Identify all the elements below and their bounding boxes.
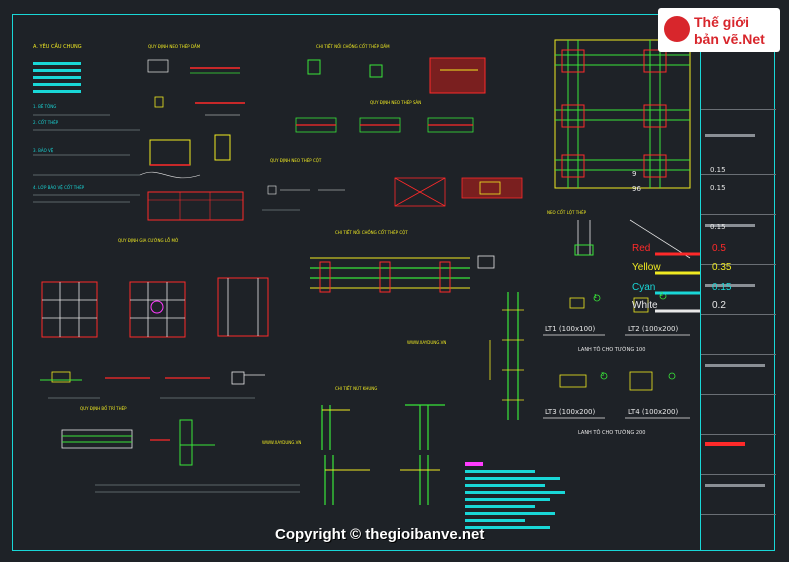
wall-joint-details (321, 404, 445, 505)
website-label: WWW.XAYDUNG.VN (262, 440, 302, 445)
title-block-divider (701, 264, 776, 265)
legend-name: White (632, 300, 658, 311)
vertical-column (489, 292, 524, 420)
bottom-beam (61, 419, 300, 493)
layer-value: 9 (632, 170, 637, 178)
title-block-divider (701, 514, 776, 515)
lintel-label: LT4 (100x200) (628, 408, 679, 416)
legend-swatches (655, 252, 700, 313)
section-title: QUY ĐỊNH BỐ TRÍ THÉP (80, 406, 127, 411)
title-block-divider (701, 474, 776, 475)
layer-value: 0.15 (710, 223, 726, 231)
layer-value: 0.15 (710, 166, 726, 174)
column-anchor-details (307, 57, 486, 94)
column-plans (41, 277, 269, 338)
website-label: WWW.XAYDUNG.VN (407, 340, 447, 345)
layer-value: 0.15 (710, 184, 726, 192)
notes-item: 2. CỐT THÉP (33, 120, 59, 125)
section-title: QUY ĐỊNH NEO THÉP SÀN (370, 100, 422, 105)
layer-value: 96 (632, 185, 641, 193)
section-title: CHI TIẾT NÚT KHUNG (335, 386, 378, 391)
foundation-sketch (139, 134, 231, 179)
lintel-caption: LANH TÔ CHO TƯỜNG 200 (578, 430, 646, 436)
copyright-watermark: Copyright © thegioibanve.net (275, 526, 485, 543)
notes-heading: A. YÊU CẦU CHUNG (33, 44, 82, 50)
section-title: CHI TIẾT NỐI CHỒNG CỐT THÉP CỘT (335, 230, 408, 235)
legend-name: Yellow (632, 262, 661, 273)
notes-item: 4. LỚP BẢO VỆ CỐT THÉP (33, 185, 85, 190)
section-title: QUY ĐỊNH NEO THÉP DẦM (148, 44, 201, 49)
title-block-divider (701, 394, 776, 395)
section-title: CHI TIẾT NỐI CHỒNG CỐT THÉP DẦM (316, 44, 390, 49)
legend-value: 0.35 (712, 262, 732, 273)
title-block-divider (701, 109, 776, 110)
rebar-mark: 2 (660, 292, 664, 298)
title-block-divider (701, 314, 776, 315)
notes-item: 3. BẢO VỆ (33, 148, 54, 153)
legend-value: 0.2 (712, 300, 726, 311)
drawing-frame (12, 14, 775, 551)
title-block (700, 14, 776, 551)
title-block-gray-bar (705, 284, 755, 287)
section-title: QUY ĐỊNH GIA CƯỜNG LỖ MỞ (118, 238, 179, 243)
section-title: QUY ĐỊNH NEO THÉP CỘT (270, 158, 322, 163)
logo-line-1: Thế giới (694, 14, 750, 30)
beam-anchor-detail (147, 59, 245, 116)
logo-line-2: bản vẽ.Net (694, 31, 765, 47)
section-title: NEO CỐT LỘT THÉP (547, 210, 587, 215)
legend-name: Cyan (632, 282, 656, 293)
rebar-mark: 1 (594, 294, 598, 300)
title-block-divider (701, 174, 776, 175)
hole-reinforcement-row (262, 177, 523, 211)
lintel-label: LT3 (100x200) (545, 408, 596, 416)
rebar-table (147, 191, 244, 221)
title-block-gray-bar (705, 134, 755, 137)
house-icon (664, 16, 690, 42)
legend-value: 0.5 (712, 243, 726, 254)
legend-value: 0.15 (712, 282, 732, 293)
lintel-details (543, 219, 691, 419)
title-block-gray-bar (705, 224, 755, 227)
notes-bars (33, 62, 140, 203)
lintel-label: LT1 (100x100) (545, 325, 596, 333)
rebar-grid-plan (554, 39, 691, 189)
slab-anchor-row (295, 117, 474, 133)
beam-section-row (40, 371, 265, 399)
title-block-red-bar (705, 442, 745, 446)
title-block-gray-bar (705, 364, 765, 367)
title-block-divider (701, 214, 776, 215)
title-block-divider (701, 354, 776, 355)
lintel-caption: LANH TÔ CHO TƯỜNG 100 (578, 347, 646, 353)
notes-item: 1. BÊ TÔNG (33, 104, 57, 109)
title-block-gray-bar (705, 484, 765, 487)
center-beam (310, 255, 495, 293)
lintel-label: LT2 (100x200) (628, 325, 679, 333)
rebar-mark: 3 (601, 372, 605, 378)
legend-name: Red (632, 243, 651, 254)
cyan-note-bars (465, 462, 565, 529)
title-block-divider (701, 434, 776, 435)
site-logo[interactable]: Thế giới bản vẽ.Net (658, 8, 780, 52)
